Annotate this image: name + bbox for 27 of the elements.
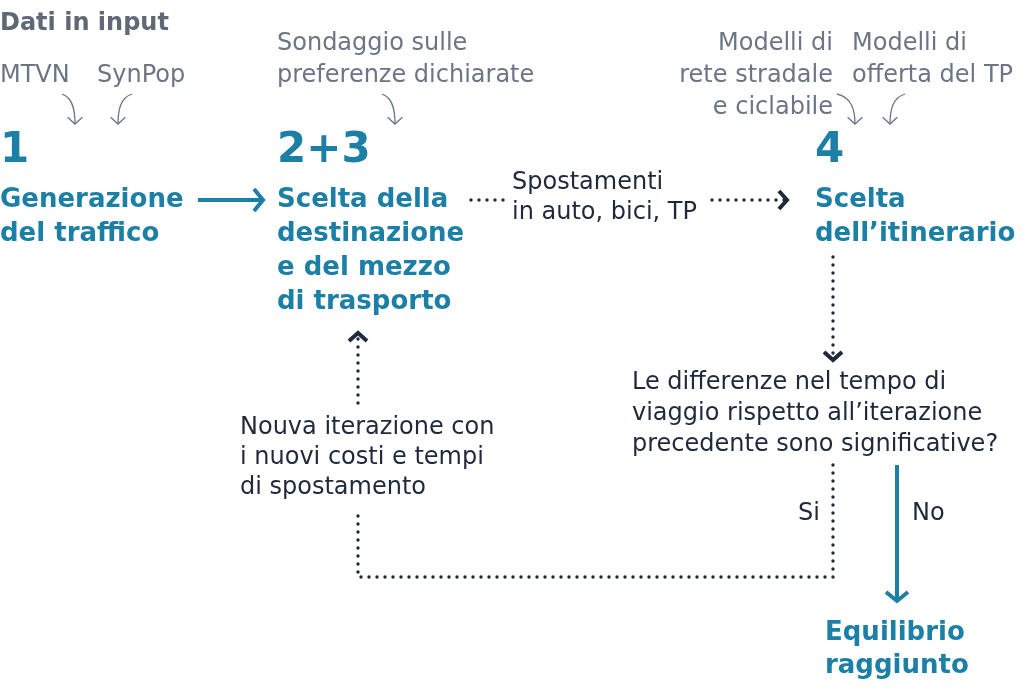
input-source-text: Modelli di rete stradale e ciclabile — [673, 26, 833, 122]
dotted-arrow — [822, 255, 844, 362]
input-source-text: MTVN — [0, 58, 70, 90]
arrow — [836, 93, 863, 125]
step-title: Scelta dell’itinerario — [815, 182, 1017, 249]
arrow — [198, 187, 265, 213]
input-source-text: Modelli di offerta del TP — [852, 26, 1022, 90]
step-number: 2+3 — [277, 127, 371, 169]
result-title: Equilibrio raggiunto — [825, 615, 975, 681]
step-title: Generazione del traffico — [0, 182, 185, 249]
dotted-arrow — [710, 189, 789, 211]
arrow — [110, 93, 133, 125]
input-source-text: SynPop — [97, 58, 186, 90]
arrow — [882, 93, 906, 125]
dotted-arrow — [347, 331, 369, 405]
decision-question: Le differenze nel tempo di viaggio rispetto all’iterazione precedente sono significative? — [632, 366, 1017, 459]
section-heading: Dati in input — [0, 7, 169, 37]
input-source-text: Sondaggio sulle preferenze dichiarate — [277, 26, 557, 90]
step-title: Scelta della destinazione e del mezzo di trasporto — [277, 182, 466, 317]
dotted-connector-line — [356, 463, 835, 579]
step-number: 4 — [815, 127, 845, 169]
arrow — [884, 465, 910, 603]
flow-note: Spostamenti in auto, bici, TP — [512, 166, 704, 226]
arrow — [61, 93, 83, 125]
arrow — [381, 93, 403, 125]
flow-note: Nouva iterazione con i nuovi costi e tempi di spostamento — [240, 411, 502, 501]
step-number: 1 — [0, 127, 30, 169]
